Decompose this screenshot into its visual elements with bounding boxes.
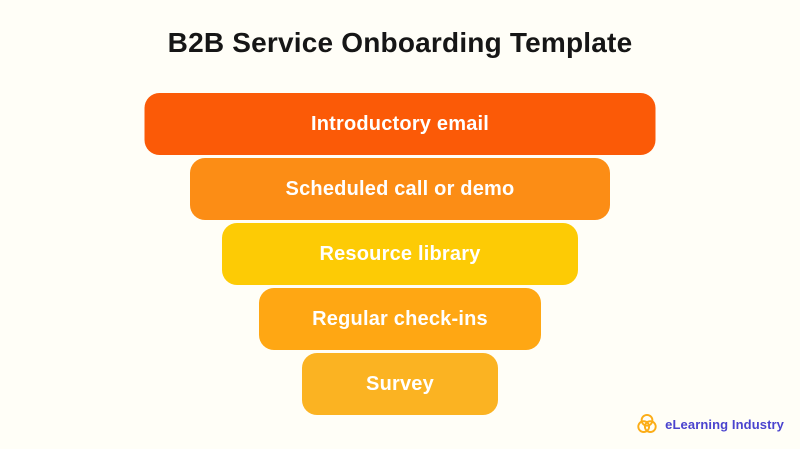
funnel-level-1: Introductory email <box>144 93 656 155</box>
funnel-level-5: Survey <box>302 353 498 415</box>
funnel-level-4: Regular check-ins <box>259 288 541 350</box>
funnel-level-3: Resource library <box>222 223 578 285</box>
page-title: B2B Service Onboarding Template <box>167 27 633 58</box>
brand-logo-text: eLearning Industry <box>665 416 784 432</box>
brand-logo: eLearning Industry <box>635 412 784 436</box>
funnel-level-2: Scheduled call or demo <box>190 158 610 220</box>
trefoil-rings-icon <box>635 412 659 436</box>
